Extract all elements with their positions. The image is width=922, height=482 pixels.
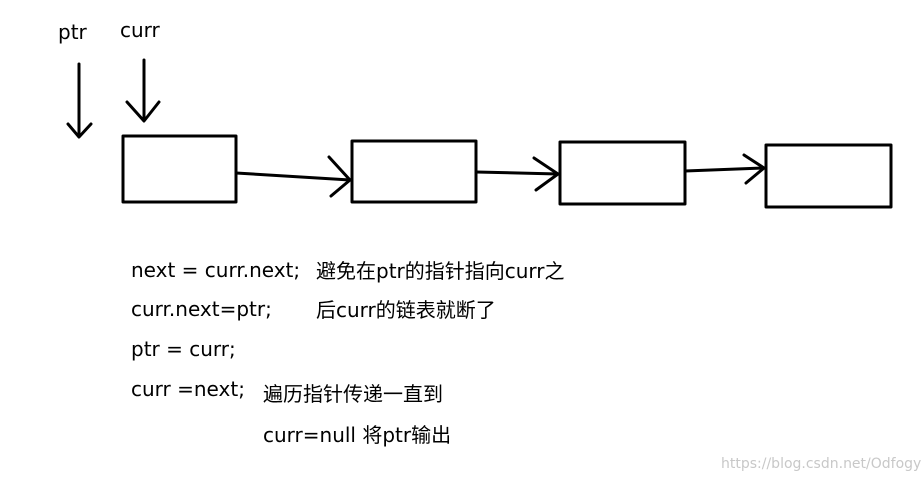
ptr-arrow <box>66 62 93 139</box>
code-comment: 后curr的链表就断了 <box>316 298 496 322</box>
list-node-2 <box>350 139 478 204</box>
link-arrow-1-2 <box>234 155 352 198</box>
list-node-3 <box>558 140 687 206</box>
code-comment: 避免在ptr的指针指向curr之 <box>316 259 565 283</box>
link-arrow-2-3 <box>474 156 560 192</box>
ptr-label: ptr <box>58 20 87 44</box>
curr-arrow <box>125 58 161 123</box>
list-node-4 <box>764 143 893 209</box>
curr-label: curr <box>120 18 160 42</box>
list-node-1 <box>121 134 238 204</box>
code-line: curr =next; <box>131 377 245 401</box>
code-comment: curr=null 将ptr输出 <box>263 423 452 447</box>
watermark: https://blog.csdn.net/Odfogy <box>721 456 922 472</box>
code-comment: 遍历指针传递一直到 <box>263 382 443 406</box>
link-arrow-3-4 <box>683 153 766 185</box>
code-line: ptr = curr; <box>131 337 236 361</box>
code-line: next = curr.next; <box>131 258 301 282</box>
code-line: curr.next=ptr; <box>131 297 272 321</box>
